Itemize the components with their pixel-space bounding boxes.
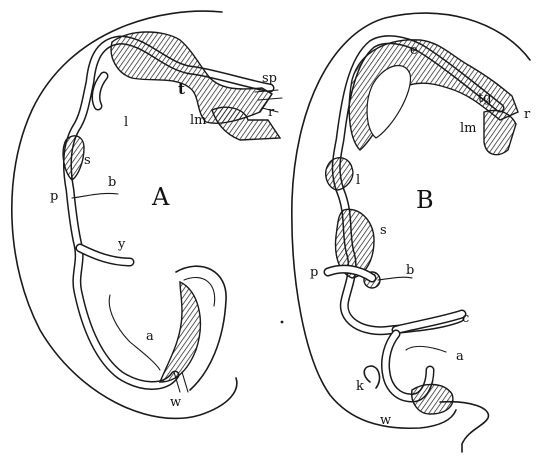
figure-b: B e tg lm r l s p b c a k w: [292, 13, 531, 452]
figure-b-a-limb: [406, 346, 446, 352]
label-b-w: w: [380, 413, 391, 428]
label-b-s: s: [380, 223, 387, 238]
label-b-a: a: [456, 349, 464, 364]
label-b-tg: tg: [478, 91, 492, 106]
figure-a-head-mass: [111, 32, 272, 123]
stray-dot: [281, 321, 284, 324]
label-a-lm: lm: [190, 113, 207, 128]
label-a-r: r: [268, 105, 275, 120]
label-b-lm: lm: [460, 121, 477, 136]
figure-b-k-hook: [364, 366, 379, 388]
figure-b-w-mass: [412, 384, 453, 414]
label-b-l: l: [356, 173, 360, 188]
label-a-w: w: [170, 395, 181, 410]
figure-b-l-cluster: [326, 158, 353, 190]
figure-a-letter: A: [151, 183, 170, 211]
label-b-c: c: [462, 311, 469, 326]
label-a-l: l: [124, 115, 128, 130]
label-b-b: b: [406, 263, 414, 278]
label-a-t: t: [178, 80, 185, 98]
figure-a: A sp t lm r l s p b y a w: [12, 11, 282, 418]
figure-b-letter: B: [416, 186, 434, 214]
label-b-r: r: [524, 107, 531, 122]
label-b-k: k: [356, 379, 364, 394]
label-a-b: b: [108, 175, 116, 190]
figure-a-hind-loop: [160, 282, 200, 382]
label-a-y: y: [117, 237, 126, 252]
label-a-p: p: [50, 189, 58, 204]
label-a-s: s: [84, 153, 91, 168]
label-b-p: p: [310, 265, 318, 280]
figure-b-lm-pocket: [484, 111, 516, 155]
label-a-sp: sp: [262, 71, 277, 86]
figure-a-b-branch: [72, 193, 118, 198]
label-a-a: a: [146, 329, 154, 344]
label-b-e: e: [410, 43, 418, 58]
